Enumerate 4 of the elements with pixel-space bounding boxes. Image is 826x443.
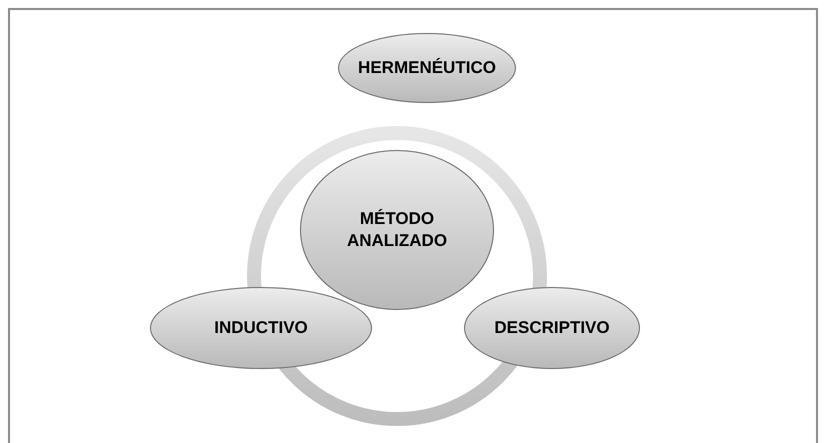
node-label: HERMENÉUTICO xyxy=(357,57,497,79)
node-label: DESCRIPTIVO xyxy=(493,317,611,339)
node-label: MÉTODO ANALIZADO xyxy=(346,208,448,252)
node-label: INDUCTIVO xyxy=(213,317,309,339)
